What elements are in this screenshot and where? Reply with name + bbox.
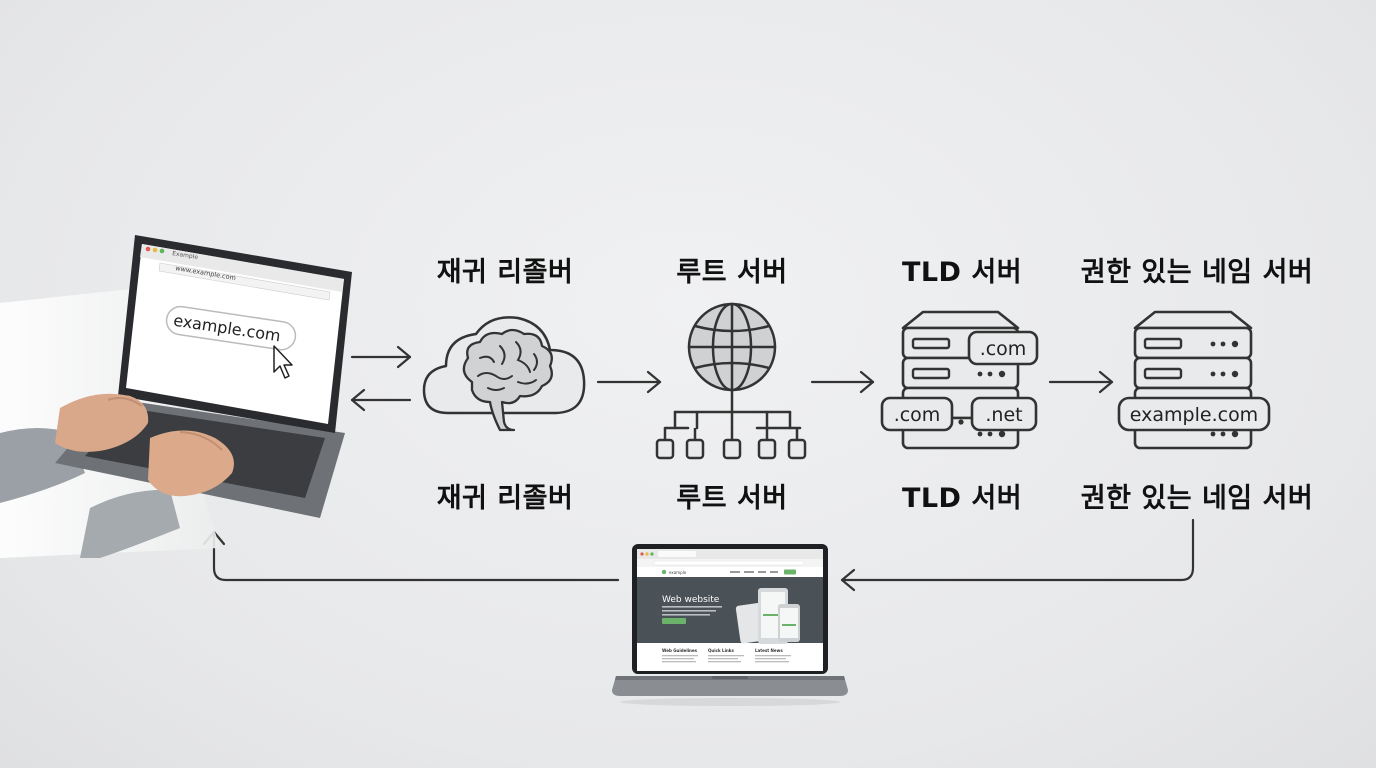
auth-tag bbox=[1117, 396, 1271, 432]
minimize-dot-icon bbox=[152, 247, 158, 253]
auth-server-icon: example.com bbox=[1117, 310, 1271, 450]
address-bar[interactable] bbox=[158, 262, 331, 301]
tld-tag-right bbox=[970, 396, 1038, 432]
result-nav-brand: example bbox=[669, 570, 687, 575]
root-server-globe-icon bbox=[655, 302, 807, 460]
result-col1-title: Web Guidelines bbox=[662, 648, 698, 653]
label-root-top: 루트 서버 bbox=[676, 257, 788, 288]
resolver-cloud-brain-icon bbox=[422, 316, 586, 432]
tld-tag-left bbox=[880, 396, 954, 432]
arrow-laptop-to-resolver bbox=[350, 345, 412, 369]
left-hand-fingers bbox=[107, 397, 143, 407]
label-resolver-bottom: 재귀 리졸버 bbox=[436, 483, 574, 514]
auth-tag-text: example.com bbox=[1130, 404, 1258, 426]
close-dot-icon bbox=[145, 246, 151, 252]
result-col2-title: Quick Links bbox=[708, 648, 734, 653]
browser-tab-title: Example bbox=[172, 250, 199, 261]
result-laptop: example Web website Web Guidelines Quick… bbox=[612, 544, 848, 706]
tld-server-icon: .com .com .net bbox=[880, 310, 1039, 450]
result-hero-title: Web website bbox=[662, 595, 720, 605]
label-auth-bottom: 권한 있는 네임 서버 bbox=[1080, 483, 1314, 514]
arrow-resolver-to-laptop bbox=[350, 388, 412, 412]
arrow-auth-to-website bbox=[840, 518, 1195, 592]
client-laptop: Example www.example.com example.com bbox=[0, 235, 352, 558]
tld-tag-right-text: .net bbox=[985, 404, 1022, 426]
label-tld-top: TLD 서버 bbox=[901, 257, 1023, 288]
result-laptop-base bbox=[612, 676, 848, 696]
label-resolver-top: 재귀 리졸버 bbox=[436, 257, 574, 288]
arrow-resolver-to-root bbox=[596, 370, 662, 394]
right-sleeve bbox=[80, 489, 180, 558]
result-col3-title: Latest News bbox=[755, 648, 783, 653]
mouse-cursor-icon bbox=[273, 345, 293, 379]
maximize-dot-icon bbox=[159, 248, 165, 254]
right-hand-fingers bbox=[179, 431, 223, 451]
tld-tag-top-text: .com bbox=[980, 338, 1027, 360]
arrow-root-to-tld bbox=[810, 370, 875, 394]
search-pill[interactable] bbox=[165, 305, 298, 352]
left-hand bbox=[55, 393, 149, 452]
browser-tabbar bbox=[140, 244, 344, 292]
arrow-tld-to-auth bbox=[1048, 370, 1114, 394]
label-tld-bottom: TLD 서버 bbox=[901, 483, 1023, 514]
result-hero-button bbox=[662, 618, 686, 624]
tld-tag-top bbox=[967, 330, 1039, 366]
result-nav-cta bbox=[784, 569, 796, 575]
label-root-bottom: 루트 서버 bbox=[676, 483, 788, 514]
right-hand bbox=[148, 430, 234, 497]
label-auth-top: 권한 있는 네임 서버 bbox=[1080, 257, 1314, 288]
tld-tag-left-text: .com bbox=[894, 404, 941, 426]
